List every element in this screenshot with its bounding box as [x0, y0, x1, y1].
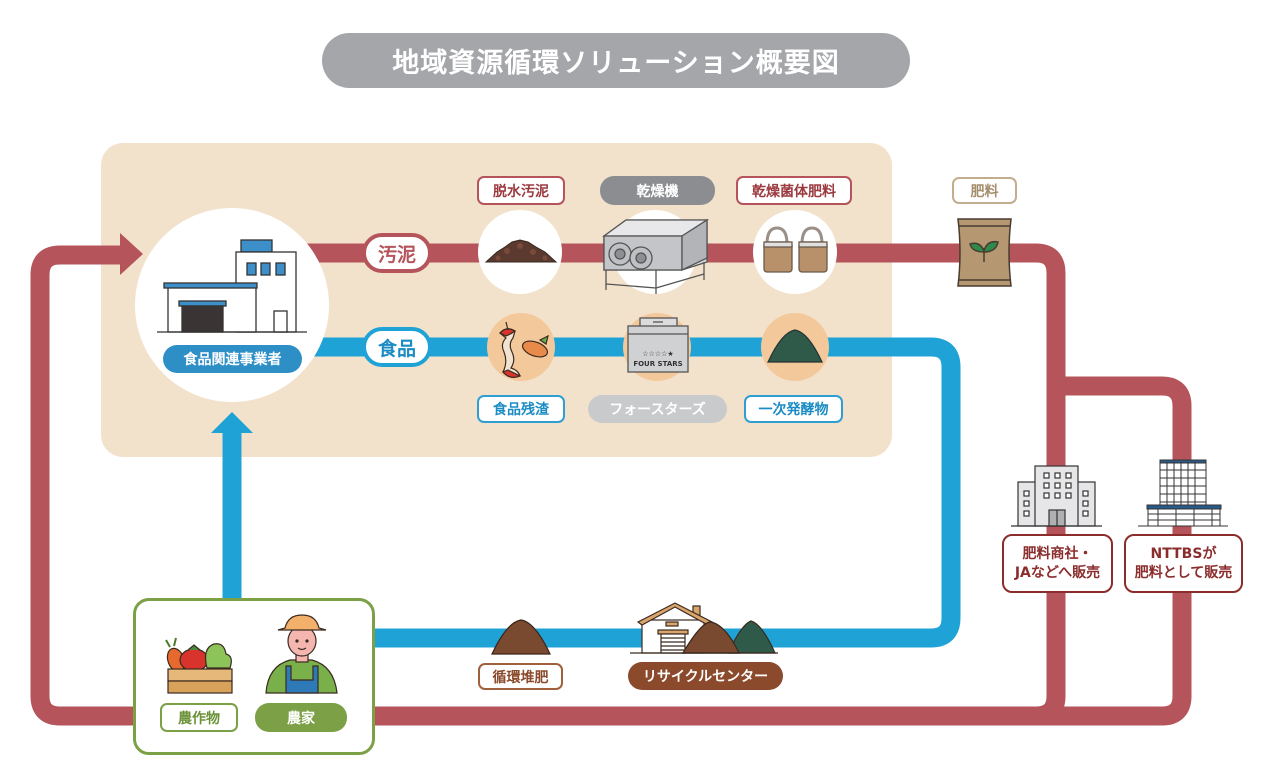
sales-2-line2: 肥料として販売: [1134, 564, 1233, 581]
hub-label: 食品関連事業者: [163, 345, 302, 373]
office-building-icon: [1011, 465, 1102, 527]
fertilizer-bags-icon: [763, 226, 828, 273]
sales-2-line1: NTTBSが: [1150, 545, 1217, 562]
sludge-main-route: [300, 243, 1066, 726]
farmer-label: 農家: [255, 703, 347, 732]
food-scraps-icon: [499, 321, 549, 378]
dryer-machine-icon: [602, 218, 710, 294]
food-chain-label-3: 一次発酵物: [744, 395, 843, 423]
sludge-return-route: [30, 245, 1056, 726]
sludge-chain-label-1: 脱水汚泥: [477, 176, 565, 205]
fertilizer-bags-circle: [753, 210, 837, 294]
recycle-center-label: リサイクルセンター: [628, 662, 783, 690]
composter-brand: FOUR STARS: [633, 360, 682, 368]
factory-icon: [157, 239, 307, 333]
diagram-title: 地域資源循環ソリューション概要図: [322, 33, 910, 88]
compost-label: 循環堆肥: [478, 663, 563, 690]
composter-machine-icon: ☆☆☆☆★ FOUR STARS: [627, 317, 689, 373]
food-arrow-head: [211, 412, 253, 433]
compost-mound-icon: [491, 619, 551, 655]
sludge-chain-label-2: 乾燥機: [600, 176, 715, 205]
food-route-label: 食品: [362, 327, 432, 367]
crops-icon: [165, 637, 233, 694]
food-main-route: [300, 337, 961, 648]
sludge-arrow-head: [120, 233, 143, 275]
sales-1-line1: 肥料商社・: [1022, 545, 1093, 562]
food-chain-label-2: フォースターズ: [588, 395, 727, 423]
recycle-center-icon: [630, 602, 778, 654]
farmer-icon: [265, 614, 338, 694]
sludge-route-label: 汚泥: [362, 233, 432, 273]
sales-1-line2: JAなどへ販売: [1014, 564, 1101, 581]
ntt-building-icon: [1138, 459, 1228, 527]
fermented-mound-icon: [767, 329, 823, 363]
sales-box-1: 肥料商社・ JAなどへ販売: [1002, 534, 1113, 593]
crops-label: 農作物: [160, 703, 238, 732]
sales-box-2: NTTBSが 肥料として販売: [1124, 534, 1243, 593]
fertilizer-label: 肥料: [952, 177, 1017, 204]
sludge-chain-label-3: 乾燥菌体肥料: [736, 176, 852, 205]
composter-stars: ☆☆☆☆★: [642, 350, 673, 358]
food-chain-label-1: 食品残渣: [477, 395, 565, 423]
fertilizer-bag-icon: [957, 218, 1012, 287]
sludge-pile-icon: [484, 239, 558, 263]
